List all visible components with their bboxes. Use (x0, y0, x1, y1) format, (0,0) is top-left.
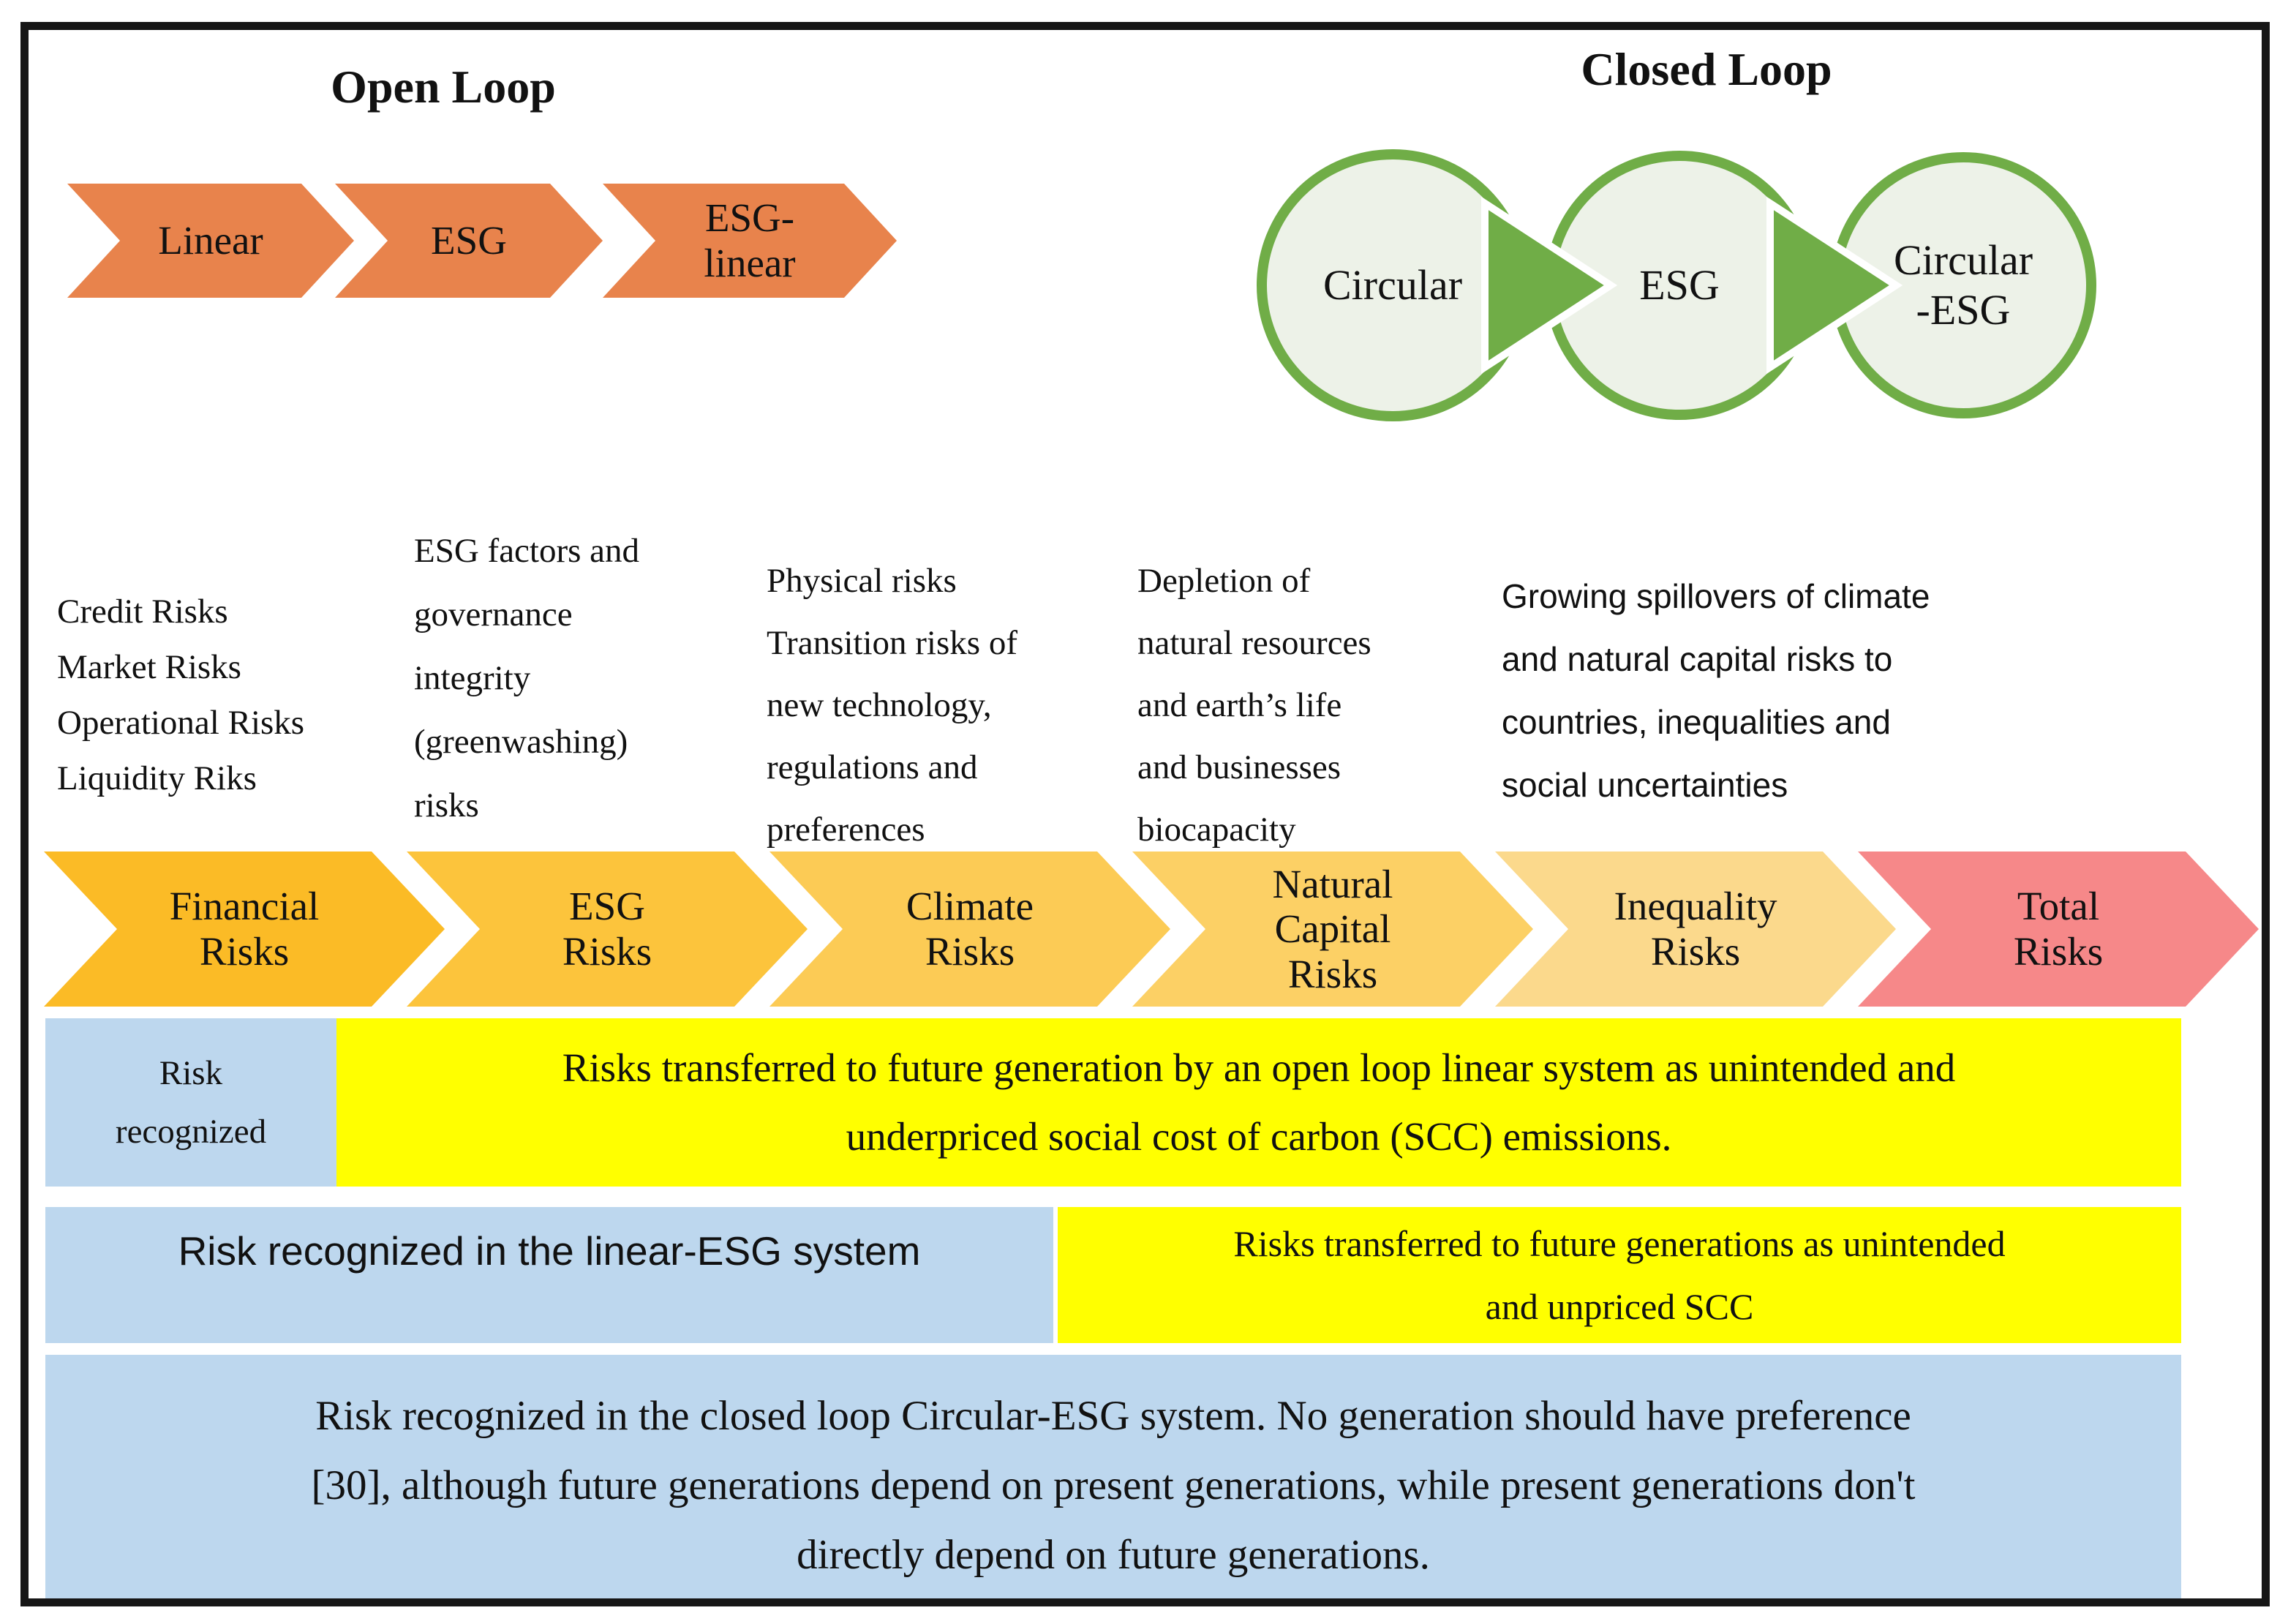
closed-loop-arrow-2 (1766, 196, 1903, 375)
row2-risk-transferred-cell: Risks transferred to future generations … (1058, 1207, 2181, 1343)
figure-border (20, 22, 2270, 1606)
closed-loop-step-circular: Circular (1322, 260, 1463, 309)
row1-risk-transferred-cell: Risks transferred to future generation b… (336, 1018, 2181, 1187)
esg-risk-factors: ESG factors and governance integrity (gr… (414, 532, 640, 824)
financial-risk-factors: Credit Risks Market Risks Operational Ri… (57, 593, 305, 797)
closed-loop-title: Closed Loop (1581, 43, 1832, 95)
row2-risk-recognized-linear-esg-cell: Risk recognized in the linear-ESG system (45, 1207, 1053, 1343)
closed-loop-diagram (1257, 149, 2096, 421)
risk-chain-natural-capital: Natural Capital Risks (1132, 852, 1533, 1007)
closed-loop-step-esg: ESG (1639, 260, 1720, 309)
risk-chain-financial: Financial Risks (44, 852, 445, 1007)
inequality-risk-factors: Growing spillovers of climate and natura… (1502, 577, 1930, 804)
row3-risk-recognized-circular-esg-cell: Risk recognized in the closed loop Circu… (45, 1355, 2181, 1598)
climate-risk-factors: Physical risks Transition risks of new t… (767, 562, 1017, 849)
natural-capital-risk-factors: Depletion of natural resources and earth… (1137, 562, 1371, 849)
row1-risk-recognized-cell: Risk recognized (45, 1018, 336, 1187)
closed-loop-step-circular-esg: Circular -ESG (1893, 236, 2033, 334)
open-loop-title: Open Loop (331, 61, 556, 113)
closed-loop-arrow-1 (1481, 196, 1618, 375)
